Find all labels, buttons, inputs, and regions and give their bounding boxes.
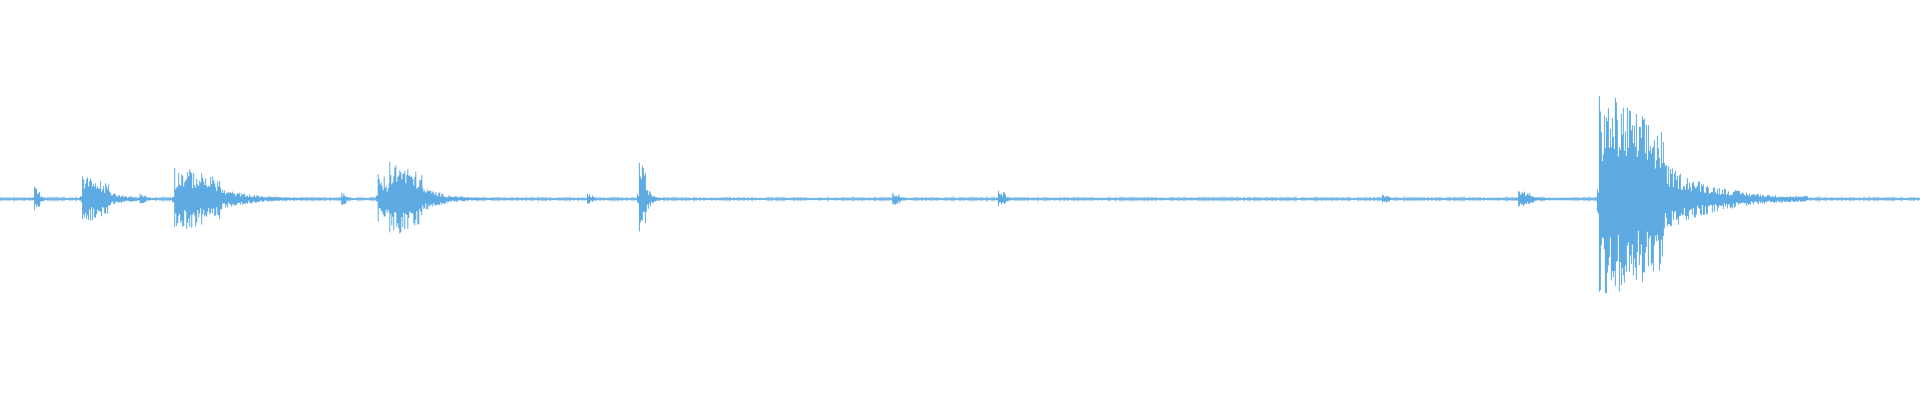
waveform-transient-9	[890, 192, 918, 205]
waveform-transient-7	[585, 193, 606, 204]
waveform-transient-6	[387, 161, 495, 234]
waveform-transient-8	[636, 162, 664, 232]
waveform-transient-11	[1379, 194, 1407, 203]
waveform-transient-4	[339, 192, 361, 205]
waveform-transient-2	[137, 193, 159, 204]
waveform-transient-13	[1596, 96, 1808, 294]
waveform-transient-12	[1516, 190, 1569, 207]
waveform-transient-10	[995, 190, 1023, 207]
waveform-transient-3	[172, 168, 323, 229]
waveform-transient-0	[32, 186, 54, 211]
